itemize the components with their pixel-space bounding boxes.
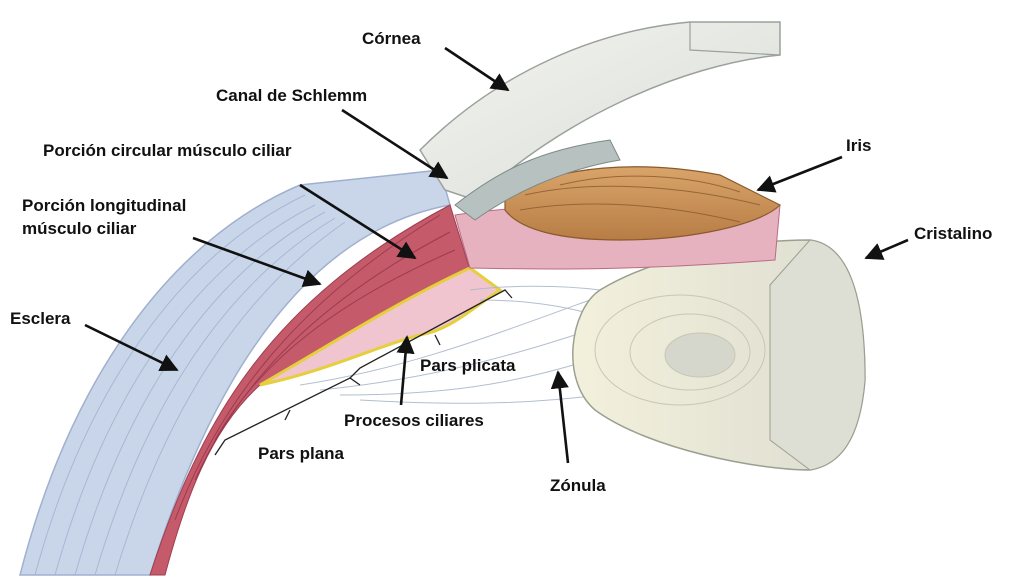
- label-iris: Iris: [846, 135, 872, 156]
- label-canal-schlemm: Canal de Schlemm: [216, 85, 367, 106]
- label-porcion-circular: Porción circular músculo ciliar: [43, 140, 291, 161]
- label-pars-plicata: Pars plicata: [420, 355, 515, 376]
- label-pars-plana: Pars plana: [258, 443, 344, 464]
- label-cornea: Córnea: [362, 28, 421, 49]
- label-zonula: Zónula: [550, 475, 606, 496]
- label-esclera: Esclera: [10, 308, 71, 329]
- label-cristalino: Cristalino: [914, 223, 992, 244]
- label-porcion-longitudinal-line2: músculo ciliar: [22, 218, 136, 239]
- label-porcion-longitudinal-line1: Porción longitudinal: [22, 195, 186, 216]
- label-procesos-ciliares: Procesos ciliares: [344, 410, 484, 431]
- lens-cut-face: [770, 240, 865, 470]
